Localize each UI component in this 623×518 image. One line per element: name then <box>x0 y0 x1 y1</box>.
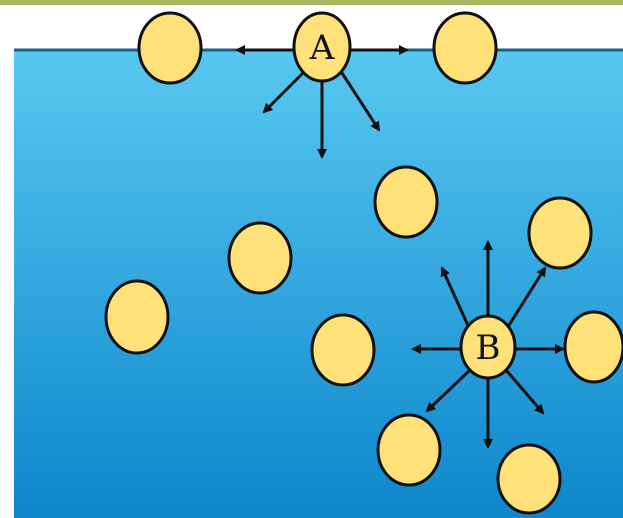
molecule-far-right <box>563 310 623 384</box>
arrow-b-up-left <box>440 266 472 331</box>
molecule-b-circle <box>459 314 517 380</box>
molecule-mid-center <box>227 221 293 295</box>
molecule-surface-left <box>137 11 203 85</box>
molecule-bottom-right <box>496 443 562 515</box>
molecule-a-circle <box>292 11 352 83</box>
arrow-a-down-left <box>262 71 305 114</box>
arrow-b-down-right <box>504 369 545 415</box>
top-border-band <box>0 0 623 5</box>
arrow-b-down-left <box>425 368 472 413</box>
molecule-upper-right <box>527 196 593 270</box>
water-body <box>14 50 623 518</box>
molecule-left <box>104 279 170 355</box>
arrow-b-up-right <box>504 266 547 331</box>
molecule-surface-right <box>432 11 498 85</box>
molecule-a-label: A <box>309 28 335 68</box>
molecule-center-lower <box>310 313 376 387</box>
arrow-a-down-right <box>340 72 381 132</box>
molecule-lower-left <box>376 413 442 487</box>
molecule-a-force-arrows <box>235 45 409 159</box>
molecule-a: A <box>292 11 352 83</box>
molecules <box>104 11 623 515</box>
molecule-mid-upper-right <box>373 165 439 239</box>
molecule-b: B <box>459 314 517 380</box>
molecule-b-label: B <box>476 328 501 368</box>
molecule-b-force-arrows <box>411 240 565 449</box>
